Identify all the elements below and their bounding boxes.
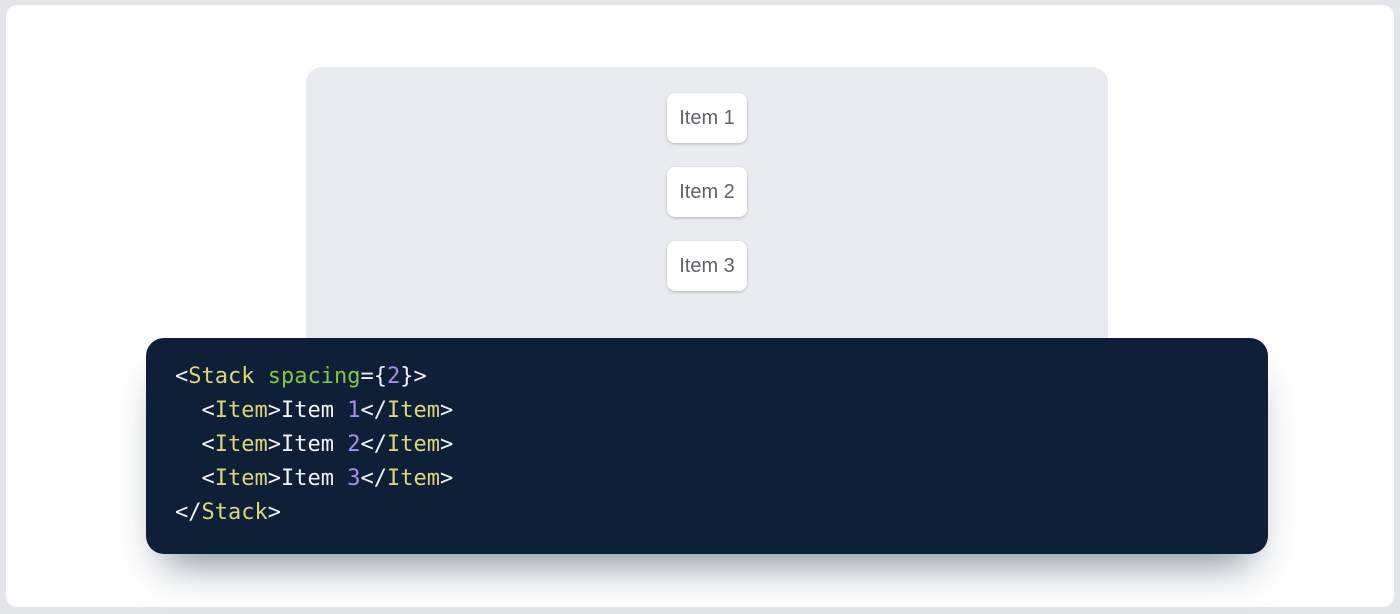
code-token-plain: >	[268, 500, 281, 525]
code-token-plain: Item	[281, 432, 347, 457]
code-token-plain	[254, 364, 267, 389]
code-token-plain: }>	[400, 364, 427, 389]
code-line: <Item>Item 1</Item>	[175, 394, 1239, 428]
code-token-tag: Item	[215, 432, 268, 457]
code-line: <Stack spacing={2}>	[175, 360, 1239, 394]
code-token-plain: <	[175, 364, 188, 389]
code-token-plain: >	[268, 466, 281, 491]
code-token-plain: Item	[281, 398, 347, 423]
code-line: <Item>Item 3</Item>	[175, 462, 1239, 496]
stack-item-2: Item 2	[667, 167, 747, 217]
code-token-plain: </	[360, 398, 387, 423]
stack-item-3: Item 3	[667, 241, 747, 291]
code-token-plain: <	[175, 432, 215, 457]
code-token-tag: Stack	[188, 364, 254, 389]
code-token-plain: </	[360, 466, 387, 491]
code-token-number: 3	[347, 466, 360, 491]
code-token-plain: <	[175, 466, 215, 491]
code-token-plain: >	[440, 432, 453, 457]
code-token-plain: </	[360, 432, 387, 457]
code-token-number: 2	[347, 432, 360, 457]
code-token-plain: Item	[281, 466, 347, 491]
code-token-tag: Item	[387, 398, 440, 423]
code-token-number: 2	[387, 364, 400, 389]
code-token-number: 1	[347, 398, 360, 423]
code-token-tag: Item	[215, 398, 268, 423]
code-token-attr: spacing	[268, 364, 361, 389]
code-line: <Item>Item 2</Item>	[175, 428, 1239, 462]
code-token-plain: ={	[360, 364, 387, 389]
code-token-plain: <	[175, 398, 215, 423]
code-line: </Stack>	[175, 496, 1239, 530]
page-card: Item 1 Item 2 Item 3 <Stack spacing={2}>…	[5, 4, 1395, 608]
code-token-tag: Item	[215, 466, 268, 491]
code-token-plain: >	[268, 432, 281, 457]
code-token-plain: >	[440, 466, 453, 491]
code-token-plain: >	[440, 398, 453, 423]
code-token-plain: >	[268, 398, 281, 423]
code-token-plain: </	[175, 500, 202, 525]
code-token-tag: Item	[387, 432, 440, 457]
stack-item-1: Item 1	[667, 93, 747, 143]
code-token-tag: Item	[387, 466, 440, 491]
code-snippet-block: <Stack spacing={2}> <Item>Item 1</Item> …	[146, 338, 1268, 554]
code-token-tag: Stack	[202, 500, 268, 525]
